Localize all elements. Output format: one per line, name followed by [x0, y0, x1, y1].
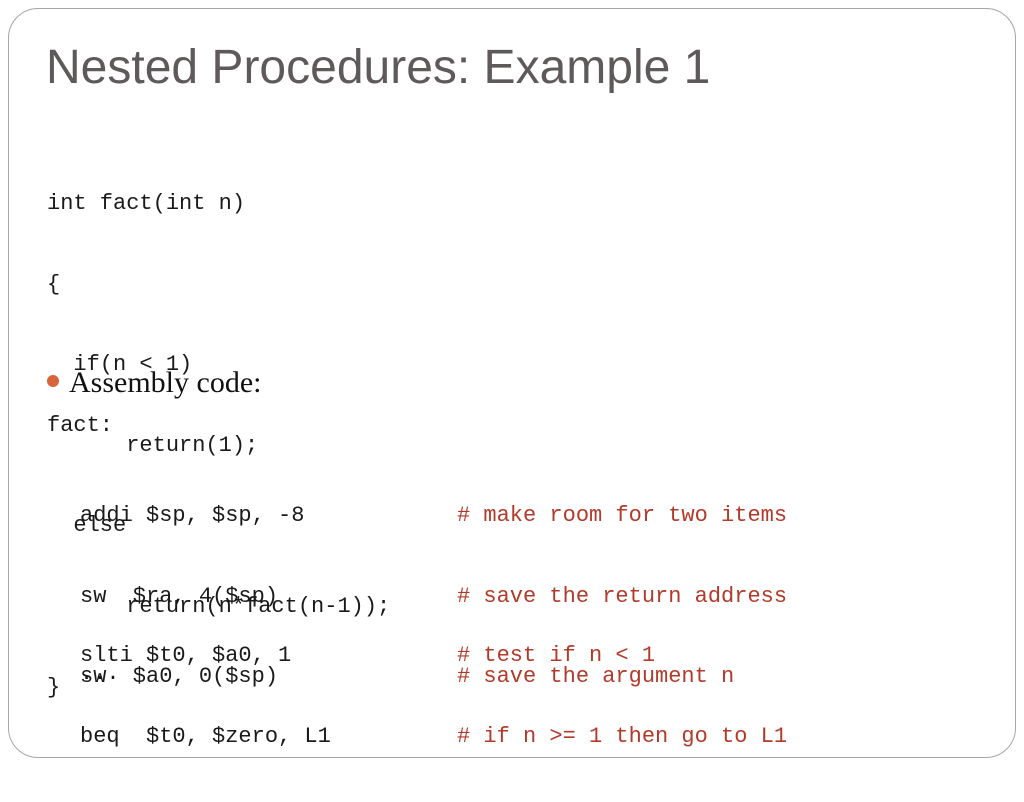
asm-line: beq $t0, $zero, L1 # if n >= 1 then go to…	[80, 722, 787, 753]
bullet-dot-icon	[47, 375, 59, 387]
c-code-line: return(1);	[47, 432, 259, 458]
asm-block-prologue: addi $sp, $sp, -8 # make room for two ite…	[80, 451, 787, 743]
asm-ellipsis: ...	[80, 661, 120, 686]
c-code-line: if(n < 1)	[47, 352, 193, 378]
asm-line: slti $t0, $a0, 1 # test if n < 1	[80, 641, 787, 672]
asm-comment: # test if n < 1	[457, 643, 656, 668]
asm-instruction: sw $ra, 4($sp)	[80, 583, 279, 609]
asm-instruction: addi $sp, $sp, -8	[80, 503, 305, 528]
c-code-block: int fact(int n) { if(n < 1) return(1); e…	[47, 139, 390, 753]
slide-frame: Nested Procedures: Example 1 int fact(in…	[8, 8, 1016, 758]
c-code-line: return(n*fact(n-1));	[47, 593, 391, 619]
asm-comment: # if n >= 1 then go to L1	[457, 723, 788, 749]
c-code-line: int fact(int n)	[47, 191, 246, 216]
asm-label: fact:	[47, 413, 114, 438]
asm-line: addi $sp, $sp, -8 # make room for two ite…	[80, 501, 787, 532]
c-code-line: else	[47, 513, 127, 539]
slide-title: Nested Procedures: Example 1	[46, 41, 711, 94]
asm-comment: # save the argument n	[457, 664, 735, 689]
asm-line: sw $a0, 0($sp) # save the argument n	[80, 662, 787, 693]
c-code-line: }	[47, 674, 61, 700]
asm-block-test: slti $t0, $a0, 1 # test if n < 1 beq $t0,…	[80, 591, 787, 802]
c-code-line: {	[47, 271, 61, 297]
asm-instruction: beq $t0, $zero, L1	[80, 723, 331, 749]
asm-comment: # make room for two items	[457, 503, 788, 528]
asm-instruction: slti $t0, $a0, 1	[80, 643, 292, 668]
bullet-item: Assembly code:	[47, 363, 261, 403]
asm-instruction: sw $a0, 0($sp)	[80, 664, 279, 689]
asm-line: sw $ra, 4($sp) # save the return address	[80, 582, 787, 613]
bullet-text: Assembly code:	[69, 366, 262, 399]
asm-comment: # save the return address	[457, 583, 788, 609]
